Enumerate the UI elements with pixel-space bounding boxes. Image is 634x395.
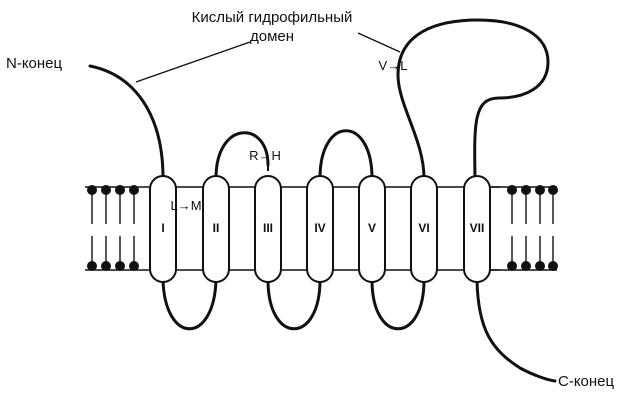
loop-ii-iii-extracellular	[214, 131, 270, 180]
helix-v	[358, 175, 386, 283]
loop-iii-iv-cytoplasmic	[266, 278, 322, 331]
helix-label-v: V	[368, 221, 376, 235]
helix-label-vi: VI	[418, 221, 429, 235]
helix-label-iii: III	[263, 221, 273, 235]
helix-vi	[410, 175, 438, 283]
loop-v-vi-cytoplasmic	[370, 278, 426, 331]
helix-ii	[202, 175, 230, 283]
lipid-heads-left-bottom	[87, 236, 139, 271]
lipid-heads-left-top	[87, 185, 139, 224]
mutation-r-to-h: R→H	[249, 148, 281, 163]
domain-label-line1: Кислый гидрофильный	[192, 9, 353, 26]
lipid-bilayer-left	[85, 185, 150, 271]
n-terminal-tail	[88, 64, 165, 180]
helix-vii	[463, 175, 491, 283]
protein-chain	[88, 18, 557, 383]
loop-vi-vii-extracellular	[396, 18, 550, 180]
lipid-bilayer-right	[490, 185, 558, 271]
transmembrane-helices: I II III IV V VI VII	[149, 175, 491, 283]
domain-callout	[135, 32, 401, 83]
lipid-heads-right-top	[507, 185, 558, 224]
helix-i	[149, 175, 177, 283]
n-terminus-label: N-конец	[6, 55, 63, 72]
helix-label-iv: IV	[314, 221, 325, 235]
lipid-heads-right-bottom	[507, 236, 558, 271]
helix-label-i: I	[161, 221, 164, 235]
mutation-v-to-l: V→L	[379, 58, 408, 73]
helix-iii	[254, 175, 282, 283]
helix-label-ii: II	[213, 221, 220, 235]
helix-iv	[306, 175, 334, 283]
loop-iv-v-extracellular	[318, 129, 374, 180]
helix-label-vii: VII	[470, 221, 485, 235]
c-terminal-tail	[475, 278, 557, 383]
mutation-l-to-m: L→M	[170, 198, 201, 213]
loop-i-ii-cytoplasmic	[161, 278, 218, 331]
domain-label-line2: домен	[250, 28, 294, 45]
c-terminus-label: C-конец	[558, 373, 615, 390]
